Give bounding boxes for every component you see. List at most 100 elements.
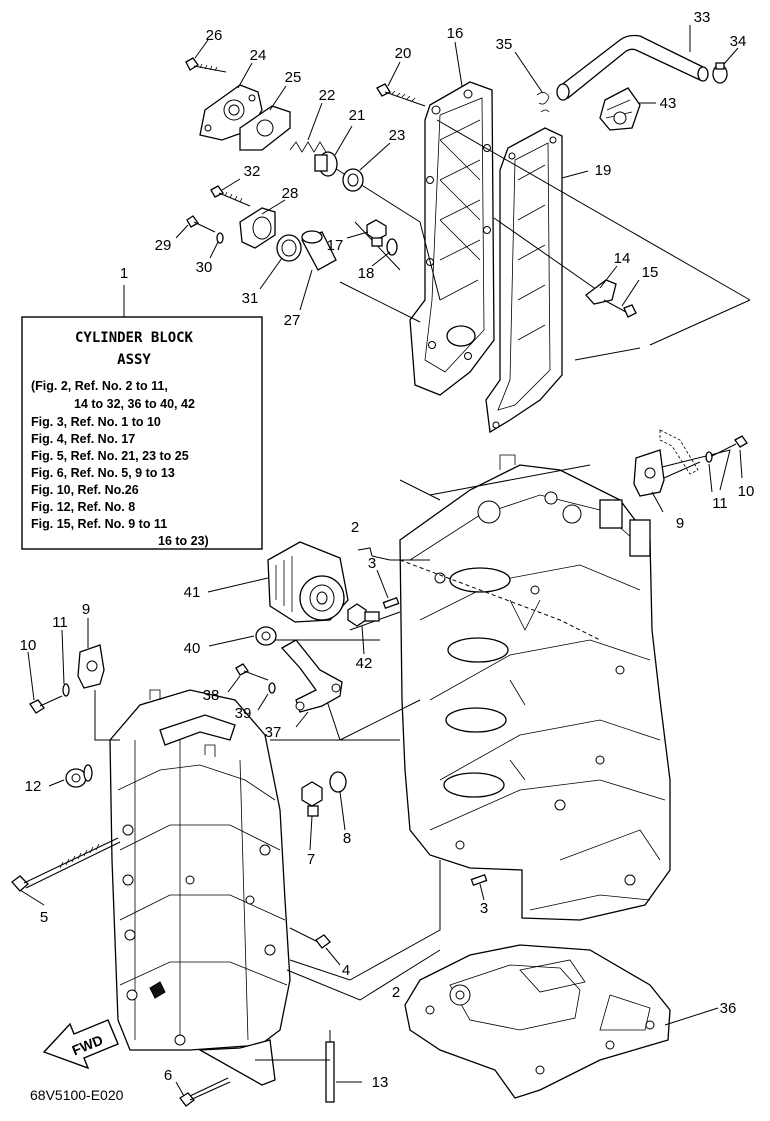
callout-27: 27	[284, 312, 301, 329]
callout-38: 38	[203, 687, 220, 704]
callout-11a: 11	[712, 495, 728, 512]
bolt-10-left	[29, 695, 63, 714]
reference-line-3: Fig. 3, Ref. No. 1 to 10	[31, 415, 161, 429]
base-gasket-36	[404, 944, 671, 1099]
callout-16: 16	[447, 25, 464, 42]
callout-21: 21	[349, 107, 366, 124]
bolt-10-right	[711, 435, 748, 457]
reference-line-5: Fig. 5, Ref. No. 21, 23 to 25	[31, 449, 189, 463]
hose-holder-43	[599, 87, 641, 131]
bracket-37	[280, 639, 343, 713]
callout-29: 29	[155, 237, 172, 254]
washer-11-left	[62, 683, 70, 697]
callout-34: 34	[730, 33, 747, 50]
housing-28	[239, 207, 276, 249]
bolt-32	[210, 185, 251, 207]
callout-40: 40	[184, 640, 201, 657]
callout-8: 8	[343, 830, 351, 847]
gasket-18	[386, 238, 398, 256]
callout-41: 41	[184, 584, 201, 601]
washer-11-right	[705, 451, 713, 463]
callout-14: 14	[614, 250, 631, 267]
drain-plug-7	[301, 781, 323, 817]
callout-33: 33	[694, 9, 711, 26]
reference-line-2: 14 to 32, 36 to 40, 42	[74, 397, 195, 411]
hose-33	[556, 34, 709, 101]
callout-37: 37	[265, 724, 282, 741]
exhaust-cover	[409, 81, 495, 396]
crankcase	[109, 689, 291, 1086]
reference-line-8: Fig. 12, Ref. No. 8	[31, 500, 135, 514]
collar-40	[255, 626, 277, 646]
washer-30	[216, 232, 224, 244]
callout-9a: 9	[676, 515, 684, 532]
callout-10b: 10	[20, 637, 37, 654]
callout-23: 23	[389, 127, 406, 144]
callout-42: 42	[356, 655, 373, 672]
reference-line-4: Fig. 4, Ref. No. 17	[31, 432, 135, 446]
dowel-pin-3a	[382, 596, 400, 610]
callout-43: 43	[660, 95, 677, 112]
stud-13	[325, 1030, 335, 1103]
reference-line-7: Fig. 10, Ref. No.26	[31, 483, 139, 497]
bolt-20	[376, 83, 426, 107]
callout-6: 6	[164, 1067, 172, 1084]
washer-39	[268, 682, 276, 694]
reference-line-6: Fig. 6, Ref. No. 5, 9 to 13	[31, 466, 175, 480]
fitting-42	[347, 603, 380, 627]
reference-line-9: Fig. 15, Ref. No. 9 to 11	[31, 517, 167, 531]
hose-clamp-34	[712, 62, 728, 84]
callout-22: 22	[319, 87, 336, 104]
gasket-8	[329, 771, 347, 793]
anode-cover-9-right	[633, 449, 665, 497]
grommet-23	[342, 168, 364, 192]
grommet-12	[65, 764, 93, 788]
callout-13: 13	[372, 1074, 389, 1091]
callout-25: 25	[285, 69, 302, 86]
bolt-29	[186, 215, 216, 233]
callout-31: 31	[242, 290, 259, 307]
cylinder-block	[399, 454, 671, 921]
callout-30: 30	[196, 259, 213, 276]
plug-17	[366, 219, 387, 247]
callout-18: 18	[358, 265, 375, 282]
long-bolt-5	[11, 837, 121, 892]
reference-box: CYLINDER BLOCK ASSY (Fig. 2, Ref. No. 2 …	[21, 285, 263, 550]
callout-2a: 2	[351, 519, 359, 536]
callout-10a: 10	[738, 483, 755, 500]
callout-11b: 11	[52, 614, 68, 631]
callout-24: 24	[250, 47, 267, 64]
bolt-38	[235, 663, 269, 681]
callout-39: 39	[235, 705, 252, 722]
spring-22	[289, 141, 327, 153]
callout-5: 5	[40, 909, 48, 926]
screw-15	[603, 299, 637, 318]
callout-9b: 9	[82, 601, 90, 618]
reference-line-1: (Fig. 2, Ref. No. 2 to 11,	[31, 379, 168, 393]
callout-12: 12	[25, 778, 42, 795]
reference-box-title: CYLINDER BLOCK	[75, 330, 194, 346]
callout-4: 4	[342, 962, 350, 979]
callout-36: 36	[720, 1000, 737, 1017]
anode-cover-9-left	[77, 644, 105, 689]
dowel-pin-3b	[470, 873, 488, 887]
bracket-14	[585, 279, 617, 305]
callout-26: 26	[206, 27, 223, 44]
collar-27	[301, 230, 337, 271]
fwd-arrow-icon: FWD	[42, 1019, 119, 1070]
callout-28: 28	[282, 185, 299, 202]
callout-3b: 3	[480, 900, 488, 917]
bolt-4	[289, 927, 331, 949]
callout-leaders	[19, 25, 743, 1097]
reference-line-10: 16 to 23)	[158, 534, 209, 548]
drawing-code: 68V5100-E020	[30, 1087, 124, 1103]
callout-3a: 3	[368, 555, 376, 572]
callout-1: 1	[120, 265, 128, 282]
callout-20: 20	[395, 45, 412, 62]
callout-19: 19	[595, 162, 612, 179]
bolt-6	[179, 1077, 231, 1107]
callout-32: 32	[244, 163, 261, 180]
callout-numbers: 1 2 2 3 3 4 5 6 7 8 9 9 10 10 11 11 12 1…	[20, 9, 755, 1091]
callout-17: 17	[327, 237, 344, 254]
